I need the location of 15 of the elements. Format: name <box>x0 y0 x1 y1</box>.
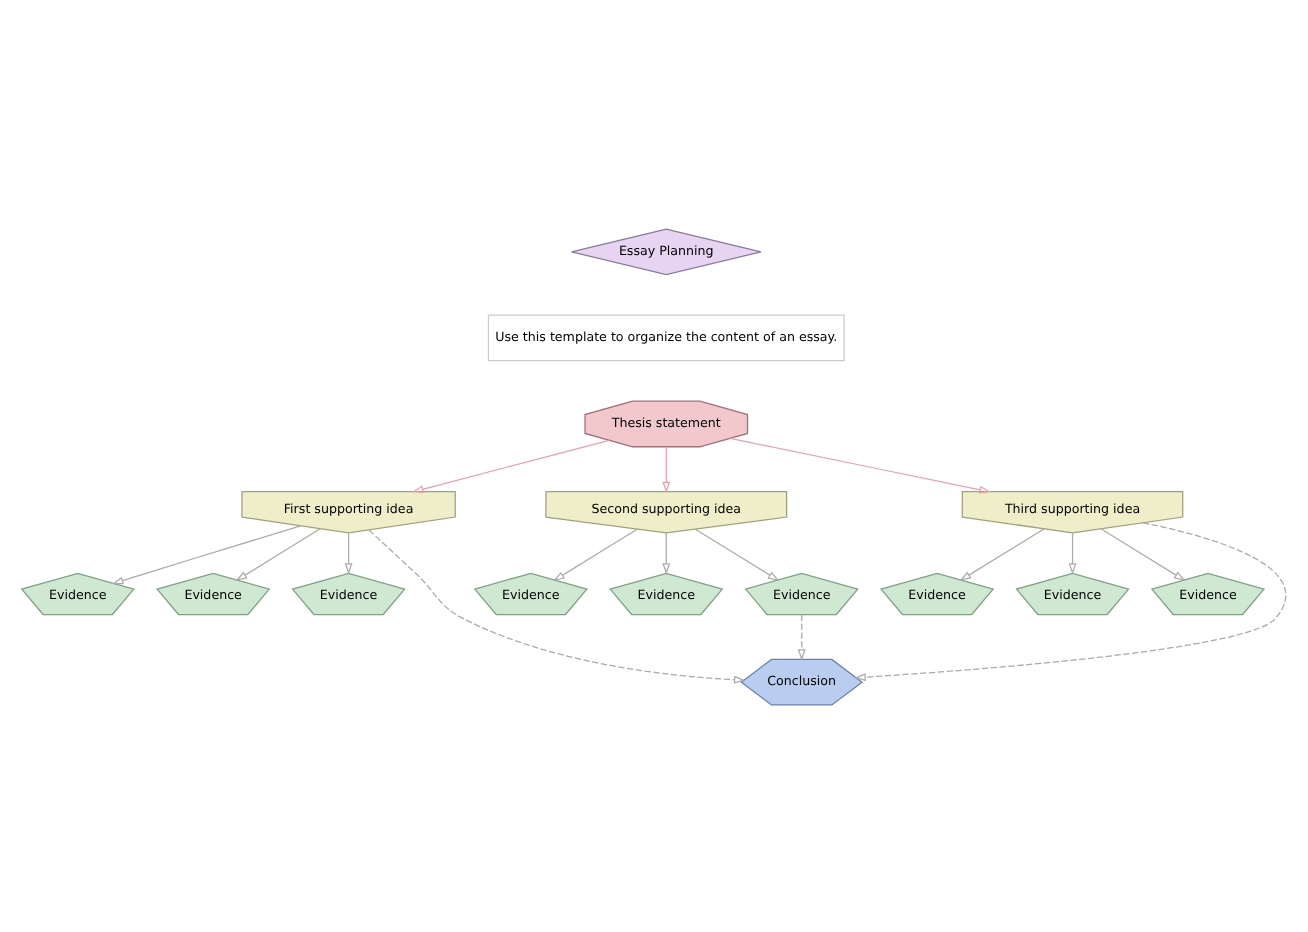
arrow <box>662 445 671 493</box>
arrow <box>854 521 1287 681</box>
arrow <box>729 436 991 493</box>
arrow <box>112 524 302 584</box>
arrow <box>553 527 638 580</box>
arrow <box>344 531 353 574</box>
arrow <box>1100 527 1186 580</box>
arrow <box>959 527 1045 580</box>
arrow <box>694 527 780 580</box>
arrow <box>797 613 806 660</box>
arrow <box>1068 531 1077 574</box>
arrow <box>662 531 671 574</box>
arrow <box>368 528 746 683</box>
arrow <box>235 527 321 580</box>
arrow <box>412 438 610 492</box>
